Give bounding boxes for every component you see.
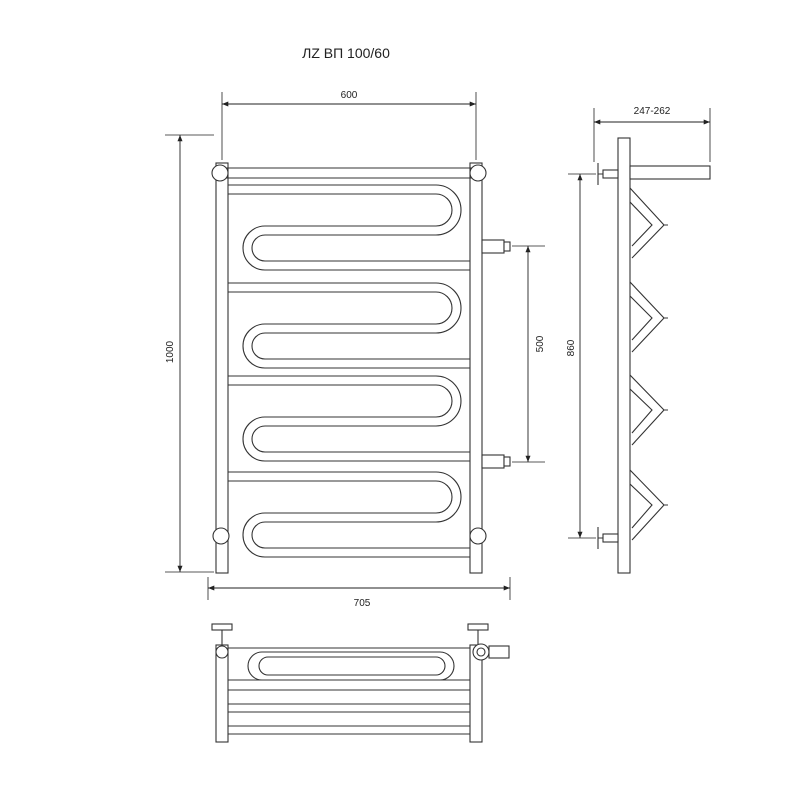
dim-connection-distance: 500 <box>512 245 546 463</box>
dim-total-width: 705 <box>207 577 511 609</box>
top-view <box>211 623 510 743</box>
top-view-loop <box>228 647 470 681</box>
left-post <box>215 162 229 574</box>
top-view-right-valve <box>467 623 510 661</box>
bottom-right-mount <box>469 527 487 545</box>
dim-wall-offset: 247-262 <box>593 106 711 162</box>
bottom-left-mount <box>212 527 230 545</box>
dim-side-height-label: 860 <box>566 339 577 356</box>
dim-total-height-label: 1000 <box>165 340 176 363</box>
top-view-left-post <box>215 644 229 743</box>
side-post <box>617 137 631 574</box>
dim-top-width-label: 600 <box>341 90 358 101</box>
upper-connection <box>481 239 511 254</box>
drawing-title: ЛZ ВП 100/60 <box>302 45 390 61</box>
top-right-mount <box>469 164 487 182</box>
top-view-bars <box>228 679 470 735</box>
front-view: 600 1000 500 705 <box>165 90 546 609</box>
side-zigzag <box>629 187 668 541</box>
dim-side-height: 860 <box>566 173 596 539</box>
top-bar <box>222 167 476 179</box>
lower-connection <box>481 454 511 469</box>
side-top-bar <box>629 165 711 180</box>
dim-connection-distance-label: 500 <box>535 335 546 352</box>
top-left-mount <box>211 164 229 182</box>
side-top-bracket <box>597 163 619 185</box>
top-view-left-valve <box>211 623 233 659</box>
top-view-right-post <box>469 644 483 743</box>
serpentine-pipe <box>228 184 470 558</box>
dim-total-height: 1000 <box>165 134 214 573</box>
right-post <box>469 162 483 574</box>
dim-wall-offset-label: 247-262 <box>634 106 671 117</box>
side-bottom-bracket <box>597 527 619 549</box>
side-view: 247-262 860 <box>566 106 711 574</box>
dim-top-width: 600 <box>221 90 477 160</box>
dim-total-width-label: 705 <box>354 598 371 609</box>
